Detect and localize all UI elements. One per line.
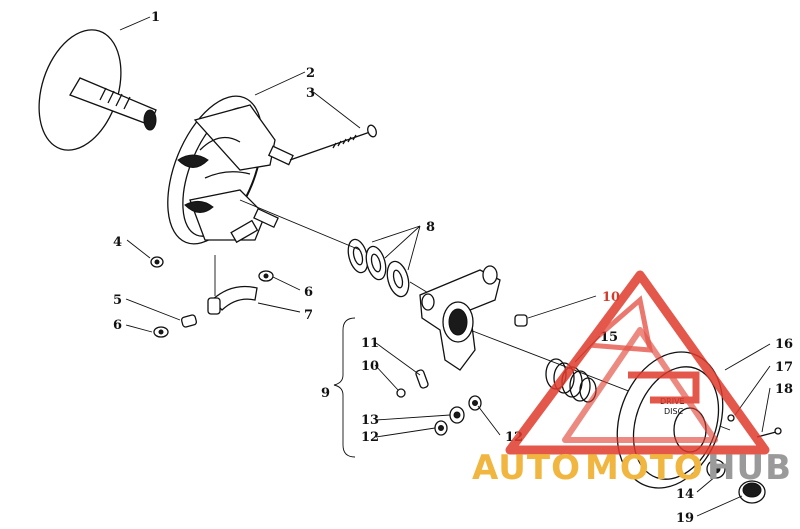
part-17-washer	[727, 414, 735, 422]
callout-5: 5	[113, 293, 122, 308]
callout-labels: 1 2 3 4 5 6 6 7 8 9 10 10 11 12 12 13 14…	[113, 10, 793, 526]
cover-label-line2: DISC	[664, 407, 684, 416]
part-6-washer-left	[153, 326, 169, 338]
part-4-nut	[150, 256, 164, 268]
leader-lines	[119, 16, 771, 517]
part-14-washer	[706, 459, 726, 479]
callout-1: 1	[151, 10, 160, 25]
part-19-cap	[738, 480, 766, 504]
part-9-spider	[419, 265, 501, 371]
callout-4: 4	[113, 235, 122, 250]
watermark-word-moto: MOTO	[585, 448, 704, 488]
part-18-screw	[756, 427, 782, 438]
callout-6-right: 6	[304, 285, 313, 300]
callout-13: 13	[361, 413, 379, 428]
part-7-arm	[207, 255, 258, 315]
watermark-wordmark: AUTO MOTO HUB	[472, 448, 792, 488]
callout-7: 7	[304, 308, 313, 323]
watermark-logo	[505, 270, 770, 455]
part-6-washer-right	[258, 270, 274, 282]
part-1-sheave	[38, 29, 157, 151]
callout-8: 8	[426, 220, 435, 235]
part-5-bushing	[180, 314, 198, 328]
callout-6-left: 6	[113, 318, 122, 333]
callout-12-left: 12	[361, 430, 379, 445]
callout-17: 17	[775, 360, 793, 375]
part-10-plug-right	[514, 314, 528, 327]
part-2-housing	[167, 95, 294, 245]
callout-11: 11	[361, 336, 379, 351]
callout-3: 3	[306, 86, 315, 101]
part-10-plug-left	[396, 388, 406, 398]
callout-18: 18	[775, 382, 793, 397]
callout-9: 9	[321, 386, 330, 401]
callout-14: 14	[676, 487, 694, 502]
part-3-bolt	[289, 124, 377, 161]
watermark-word-auto: AUTO	[472, 448, 581, 488]
part-8-washers	[347, 238, 410, 298]
part-13-nut	[449, 406, 465, 424]
callout-2: 2	[306, 66, 315, 81]
callout-16: 16	[775, 337, 793, 352]
part-11-pin	[415, 369, 429, 389]
callout-19: 19	[676, 511, 694, 526]
watermark-word-hub: HUB	[707, 448, 792, 488]
callout-10-left: 10	[361, 359, 379, 374]
